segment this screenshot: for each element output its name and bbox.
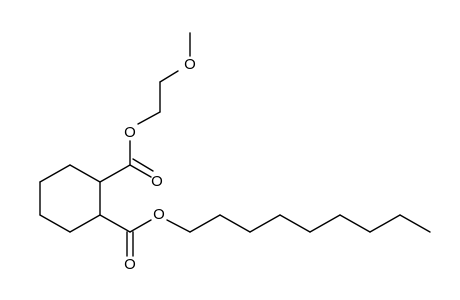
oxygen-to-chain-bond [166,219,191,233]
carbonyl-oxygen-label: O [124,256,136,273]
ring-bond [69,214,101,233]
nonyl-chain-bond [369,214,401,233]
ring-bond [39,214,71,233]
nonyl-chain-bond [399,214,431,233]
nonyl-ester-group: O O [99,206,431,273]
carbonyl-double-bond [132,158,154,172]
cyclohexane-ring [39,164,101,233]
ester-oxygen-label: O [124,124,136,141]
ring-bond [39,164,71,183]
nonyl-chain-bond [189,214,221,233]
ester-single-bond [129,219,152,233]
nonyl-chain-bond [249,214,281,233]
carbonyl-double-bond [129,164,152,178]
ring-bond [69,164,101,183]
nonyl-chain-bond [279,214,311,233]
ring-to-carbonyl-bond [99,214,131,233]
methoxyethyl-ester-group: O O O [99,32,196,190]
chain-bond [159,70,179,83]
carbonyl-oxygen-label: O [151,173,163,190]
ring-to-carbonyl-bond [99,164,131,183]
oxygen-to-chain-bond [137,111,161,125]
methoxy-oxygen-label: O [184,56,196,73]
nonyl-chain-bond [219,214,251,233]
ester-oxygen-label: O [153,206,165,223]
nonyl-chain-bond [309,214,341,233]
nonyl-chain-bond [339,214,371,233]
